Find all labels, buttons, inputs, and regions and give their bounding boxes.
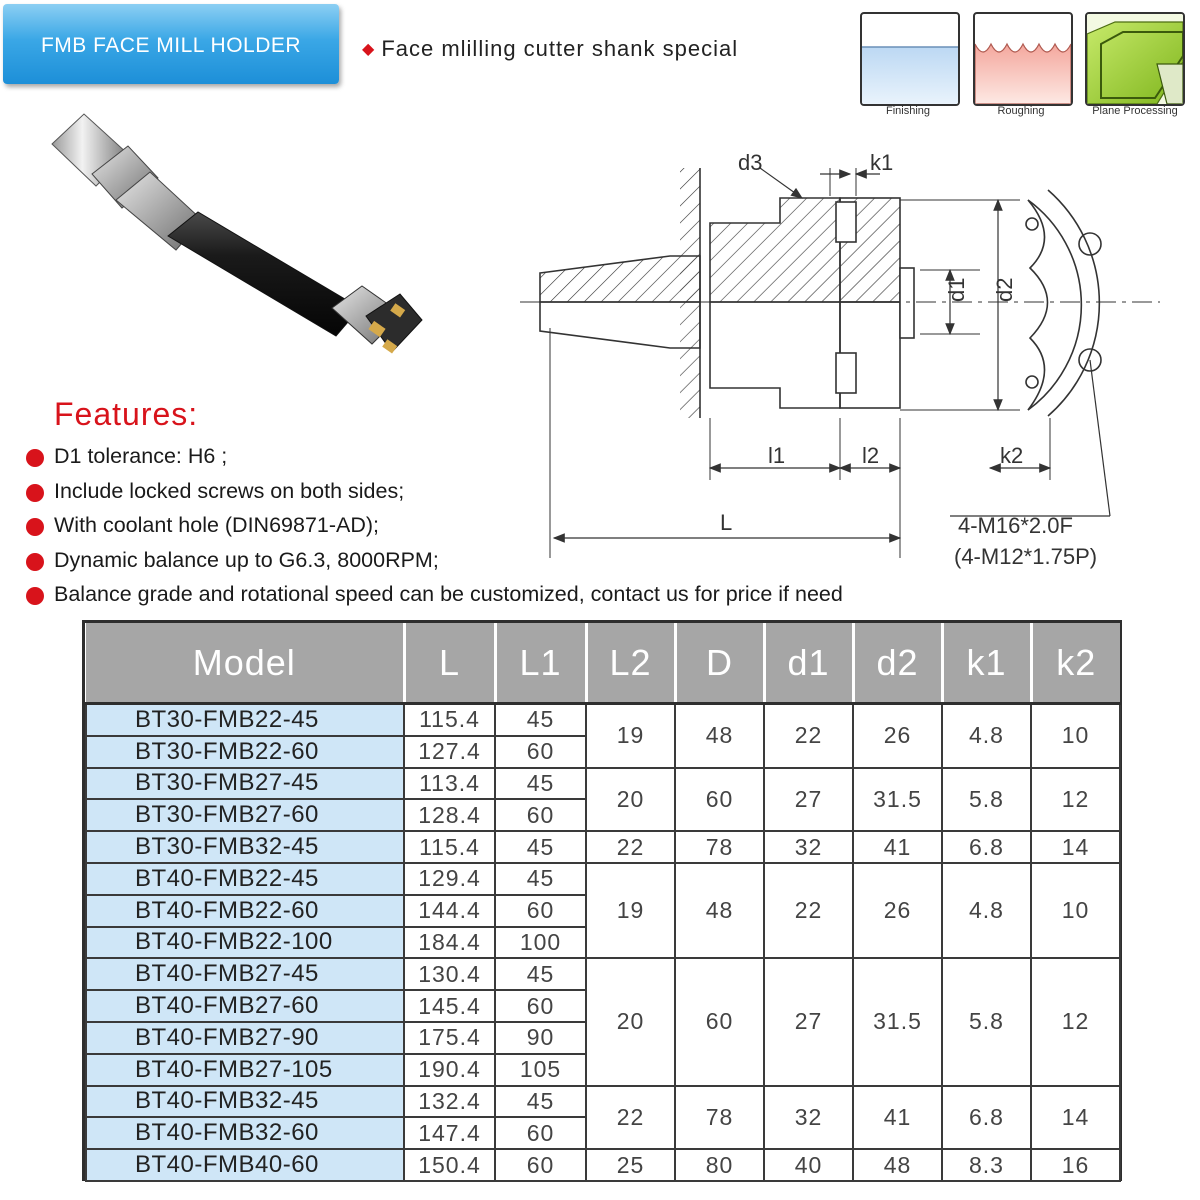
feature-item: With coolant hole (DIN69871-AD);: [24, 513, 843, 548]
label-d1: d1: [944, 278, 969, 302]
table-row: BT40-FMB22-45 129.4 45 19 48 22 26 4.8 1…: [85, 861, 1121, 960]
label-l2: l2: [862, 443, 879, 468]
header-model: Model: [86, 623, 406, 705]
header-d1: d1: [764, 623, 855, 705]
banner-title: FMB FACE MILL HOLDER: [40, 34, 302, 57]
feature-item: D1 tolerance: H6 ;: [24, 444, 843, 479]
table-row: BT40-FMB32-45 132.4 45 22 78 32 41 6.8 1…: [85, 1084, 1121, 1151]
header-L2: L2: [586, 623, 677, 705]
header-d2: d2: [853, 623, 944, 705]
label-k2: k2: [1000, 443, 1023, 468]
thread-spec-primary: 4-M16*2.0F: [958, 513, 1073, 538]
table-row: BT40-FMB27-90 175.4 90: [85, 1020, 1120, 1055]
bullet-icon: [26, 518, 44, 536]
subtitle-text: Face mlilling cutter shank special: [381, 36, 739, 61]
features-list: D1 tolerance: H6 ; Include locked screws…: [24, 444, 843, 617]
plane-processing-label: Plane Processing: [1092, 105, 1178, 117]
table-row: BT40-FMB22-100 184.4 100: [85, 925, 1120, 960]
header-k1: k1: [942, 623, 1033, 705]
bullet-icon: [26, 552, 44, 571]
table-row: BT40-FMB27-60 145.4 60: [85, 989, 1120, 1023]
title-banner: FMB FACE MILL HOLDER: [3, 4, 339, 84]
header-L: L: [404, 623, 497, 705]
table-row: BT30-FMB22-60 127.4 60: [85, 734, 1120, 769]
table-row: BT30-FMB32-45 115.4 45 22 78 32 41 6.8 1…: [85, 830, 1121, 864]
feature-item: Dynamic balance up to G6.3, 8000RPM;: [24, 548, 843, 583]
bullet-icon: [26, 587, 44, 605]
diamond-bullet-icon: ◆: [362, 41, 376, 58]
header-L1: L1: [495, 623, 588, 705]
table-header-row: Model L L1 L2 D d1 d2 k1 k2: [86, 623, 1120, 705]
plane-processing-icon: [1085, 12, 1185, 106]
header-k2: k2: [1031, 623, 1120, 705]
header-D: D: [675, 623, 766, 705]
table-row: BT30-FMB27-60 128.4 60: [85, 798, 1120, 833]
table-row: BT40-FMB40-60 150.4 60 25 80 40 48 8.3 1…: [85, 1148, 1121, 1182]
spec-table: Model L L1 L2 D d1 d2 k1 k2 BT30-FMB22-4…: [82, 620, 1122, 1182]
finishing-label: Finishing: [885, 105, 931, 117]
table-row: BT40-FMB27-105 190.4 105: [85, 1052, 1120, 1087]
features-title: Features:: [54, 396, 199, 432]
table-row: BT30-FMB22-45 115.4 45 19 48 22 26 4.8 1…: [85, 702, 1121, 769]
table-row: BT30-FMB27-45 113.4 45 20 60 27 31.5 5.8…: [85, 766, 1121, 833]
finishing-icon: [860, 12, 960, 106]
label-L: L: [720, 510, 732, 535]
label-l1: l1: [768, 443, 785, 468]
label-d3: d3: [738, 150, 762, 175]
thread-spec-alt: (4-M12*1.75P): [954, 544, 1097, 569]
feature-item: Include locked screws on both sides;: [24, 479, 843, 514]
subtitle: ◆ Face mlilling cutter shank special: [362, 36, 738, 62]
feature-item: Balance grade and rotational speed can b…: [24, 582, 843, 617]
bullet-icon: [26, 449, 44, 467]
table-row: BT40-FMB22-60 144.4 60: [85, 893, 1120, 928]
label-d2: d2: [992, 278, 1017, 302]
bullet-icon: [26, 483, 44, 502]
technical-drawing: d3 k1 d1 d2 l1 l2 k2 L 4-M16*2.0F (4-M12…: [520, 128, 1200, 588]
roughing-label: Roughing: [997, 105, 1045, 117]
label-k1: k1: [870, 150, 893, 175]
roughing-icon: [973, 12, 1073, 106]
table-row: BT40-FMB32-60 147.4 60: [85, 1116, 1120, 1151]
tool-holder-photo: [40, 108, 440, 398]
table-row: BT40-FMB27-45 130.4 45 20 60 27 31.5 5.8…: [85, 957, 1121, 1087]
